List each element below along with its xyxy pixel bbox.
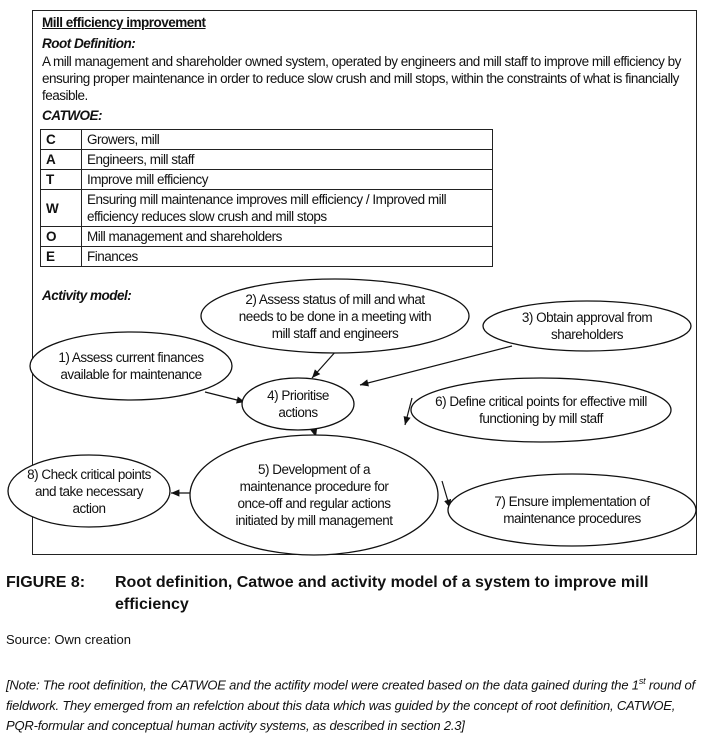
- figure-frame: [32, 10, 697, 555]
- catwoe-value: Finances: [81, 246, 493, 267]
- note-text: [Note: The root definition, the CATWOE a…: [6, 676, 695, 734]
- arrow-5-to-7: [441, 480, 452, 509]
- activity-node-2-shape: [200, 278, 470, 354]
- activity-model-heading: Activity model:: [42, 288, 132, 303]
- catwoe-key: W: [40, 189, 82, 227]
- activity-node-3-shape: [482, 300, 692, 352]
- activity-diagram: [7, 278, 697, 556]
- catwoe-value: Ensuring mill maintenance improves mill …: [81, 189, 493, 227]
- figure-caption: FIGURE 8: Root definition, Catwoe and ac…: [6, 572, 695, 616]
- catwoe-value: Mill management and shareholders: [81, 226, 493, 247]
- activity-node-6-shape: [410, 377, 672, 443]
- caption-number: FIGURE 8:: [6, 574, 86, 591]
- arrow-2-to-4: [311, 349, 338, 379]
- figure-title: Mill efficiency improvement: [42, 15, 206, 30]
- arrow-1-to-4: [204, 391, 246, 404]
- arrow-6-to-5: [403, 397, 413, 426]
- arrow-3-to-4: [359, 345, 513, 387]
- root-definition-heading: Root Definition:: [42, 36, 136, 51]
- activity-node-5-shape: [189, 434, 439, 556]
- root-definition-text: A mill management and shareholder owned …: [42, 54, 681, 103]
- source-text: Source: Own creation: [6, 632, 132, 647]
- catwoe-heading: CATWOE:: [42, 108, 103, 123]
- catwoe-value: Engineers, mill staff: [81, 149, 493, 170]
- activity-node-1-shape: [29, 331, 233, 401]
- activity-node-4-shape: [241, 377, 355, 431]
- caption-text: Root definition, Catwoe and activity mod…: [115, 574, 649, 613]
- activity-node-7-shape: [447, 473, 697, 547]
- activity-node-8-shape: [7, 454, 171, 528]
